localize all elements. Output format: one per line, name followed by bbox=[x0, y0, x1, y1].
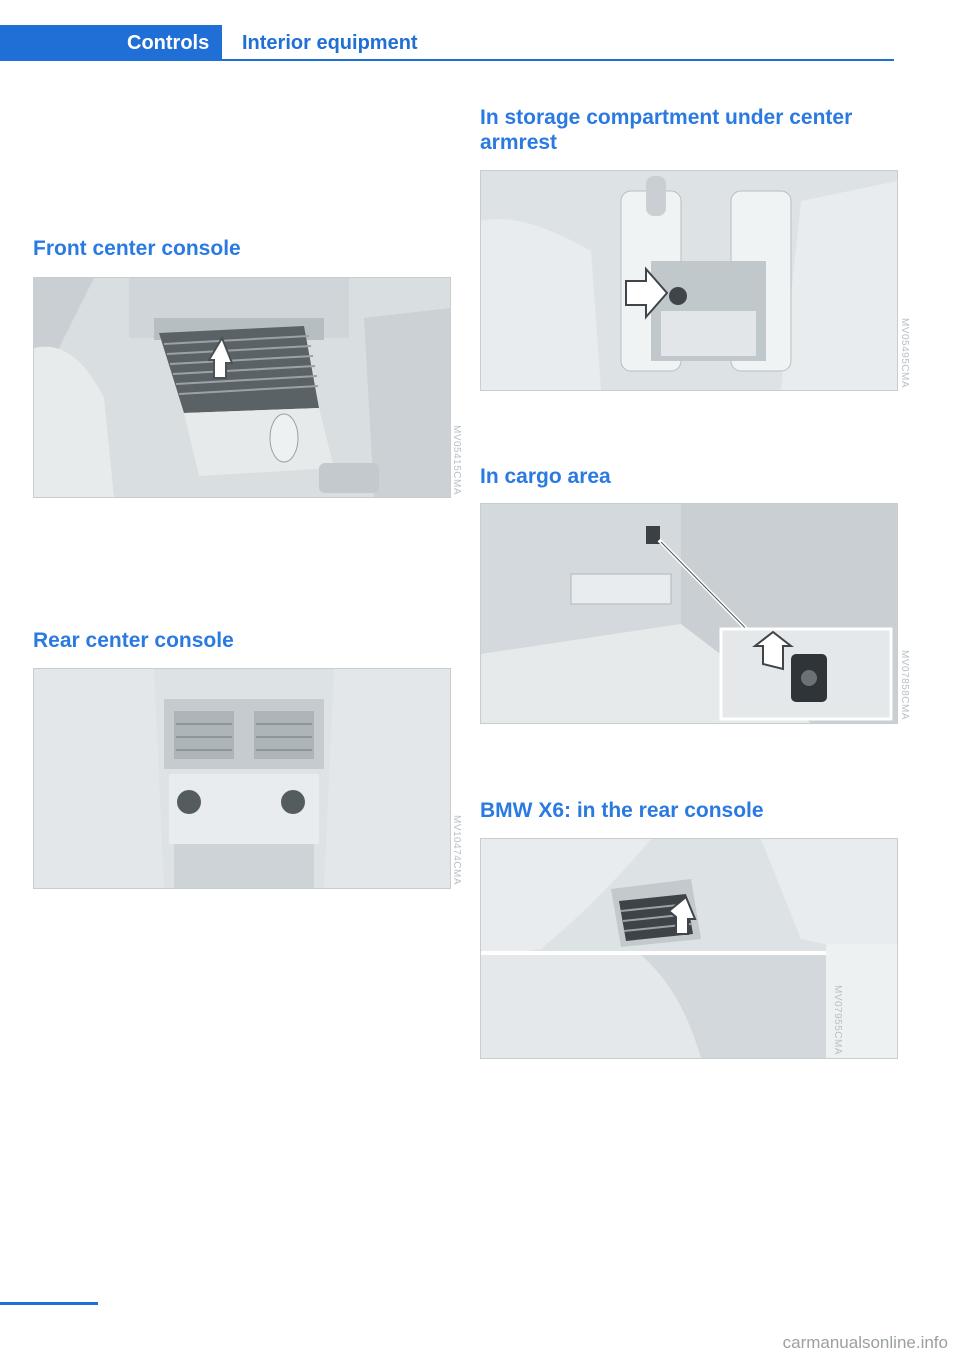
heading-armrest-compartment: In storage compartment under center armr… bbox=[480, 106, 853, 154]
figure-armrest-compartment bbox=[480, 170, 898, 391]
figure-front-center-console bbox=[33, 277, 451, 498]
figure-rear-center-console bbox=[33, 668, 451, 889]
figure-code-x6: MV07955CMA bbox=[832, 985, 843, 1056]
figure-code-armrest: MV05495CMA bbox=[899, 318, 910, 389]
heading-front-center-console: Front center console bbox=[33, 237, 241, 260]
figure-code-cargo: MV07858CMA bbox=[899, 650, 910, 721]
heading-x6-rear-console: BMW X6: in the rear console bbox=[480, 799, 764, 822]
figure-code-rear: MV10474CMA bbox=[451, 815, 462, 886]
chapter-tab[interactable]: Controls bbox=[0, 25, 222, 61]
figure-cargo-area bbox=[480, 503, 898, 724]
footer-rule bbox=[0, 1302, 98, 1305]
heading-rear-center-console: Rear center console bbox=[33, 629, 234, 652]
heading-cargo-area: In cargo area bbox=[480, 465, 611, 488]
site-watermark: carmanualsonline.info bbox=[782, 1333, 948, 1352]
figure-x6-rear-console bbox=[480, 838, 898, 1059]
header-rule bbox=[222, 59, 894, 61]
figure-code-front: MV05415CMA bbox=[451, 425, 462, 496]
page-title: Interior equipment bbox=[242, 32, 418, 54]
